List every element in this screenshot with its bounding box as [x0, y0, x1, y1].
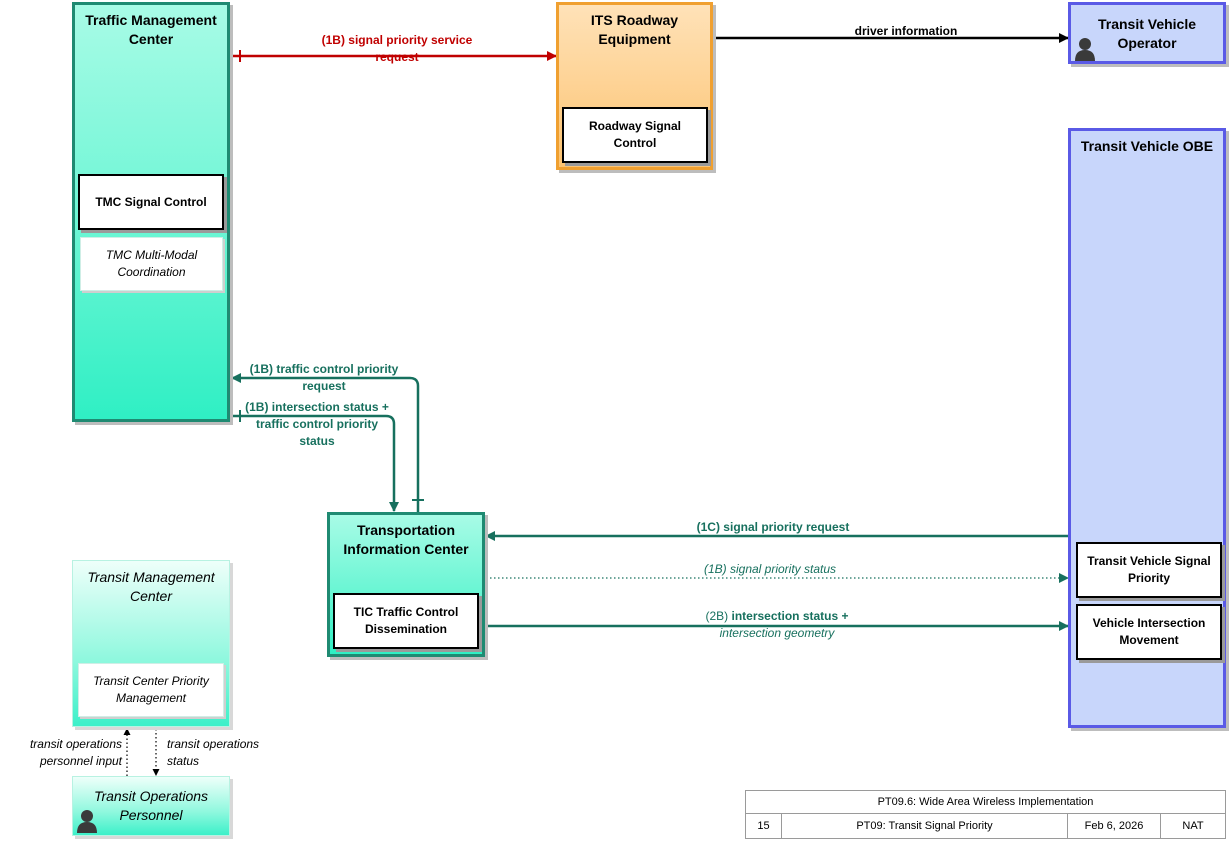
footer-scope: NAT [1160, 813, 1226, 839]
obe-title: Transit Vehicle OBE [1080, 138, 1214, 154]
tvsp-label-2: Priority [1127, 571, 1170, 585]
transit-center-priority-management-element[interactable]: Transit Center Priority Management [78, 663, 224, 717]
flow-label-driver-information: driver information [806, 23, 1006, 40]
operator-title-line-2: Operator [1117, 35, 1177, 51]
transit-management-center-node[interactable]: Transit Management Center Transit Center… [72, 560, 230, 727]
flow-label-ops-status: transit operations status [167, 736, 287, 770]
flow-label-line: traffic control priority [255, 417, 378, 431]
tic-sub-label-1: TIC Traffic Control [353, 605, 459, 619]
flow-label-line: status [299, 434, 335, 448]
tmc-multimodal-label-1: TMC Multi-Modal [105, 248, 198, 262]
tic-traffic-control-dissemination-element[interactable]: TIC Traffic Control Dissemination [333, 593, 479, 649]
transit-mc-title-line-1: Transit Management [87, 569, 215, 585]
footer-date-text: Feb 6, 2026 [1084, 820, 1144, 832]
vehicle-intersection-movement-element[interactable]: Vehicle Intersection Movement [1076, 604, 1222, 660]
flow-line-intersection-status-tcp-status [230, 410, 399, 512]
flow-label-line: transit operations [167, 737, 260, 751]
tmc-title-line-2: Center [128, 31, 174, 47]
flow-label-line: (1B) intersection status + [245, 400, 389, 414]
roadway-signal-control-element[interactable]: Roadway Signal Control [562, 107, 708, 163]
flow-label-line: request [375, 50, 419, 64]
flow-label-ops-personnel-input: transit operations personnel input [2, 736, 122, 770]
tvsp-label-1: Transit Vehicle Signal [1087, 554, 1211, 568]
vim-label-1: Vehicle Intersection [1092, 616, 1206, 630]
vim-label-2: Movement [1119, 633, 1179, 647]
footer-page-text: 15 [757, 820, 770, 832]
transit-ops-title-line-2: Personnel [119, 807, 183, 823]
flow-label-line: request [302, 379, 346, 393]
flow-label-line: personnel input [39, 754, 122, 768]
transit-ops-title-line-1: Transit Operations [93, 788, 209, 804]
flow-line-signal-priority-service-request [230, 50, 557, 62]
transit-operations-personnel-node[interactable]: Transit Operations Personnel [72, 776, 230, 836]
flow-label-line: (1B) signal priority status [703, 562, 837, 576]
tmc-multimodal-label-2: Coordination [117, 265, 186, 279]
transit-vehicle-obe-node[interactable]: Transit Vehicle OBE Transit Vehicle Sign… [1068, 128, 1226, 728]
transit-mc-title-line-2: Center [129, 588, 173, 604]
flow-label-intersection-status-tcp-status: (1B) intersection status + traffic contr… [217, 399, 417, 450]
its-title-line-1: ITS Roadway [590, 12, 679, 28]
flow-label-line: (1C) signal priority request [696, 520, 850, 534]
tic-title-line-2: Information Center [343, 541, 469, 557]
flow-label-line: (1B) traffic control priority [249, 362, 399, 376]
footer-subtitle: PT09: Transit Signal Priority [781, 813, 1068, 839]
transportation-information-center-node[interactable]: Transportation Information Center TIC Tr… [327, 512, 485, 657]
footer-title: PT09.6: Wide Area Wireless Implementatio… [745, 790, 1226, 814]
tcpm-label-2: Management [115, 691, 187, 705]
flow-label-prefix: (2B) [705, 609, 729, 623]
operator-title-line-1: Transit Vehicle [1097, 16, 1197, 32]
flow-label-traffic-control-priority-request: (1B) traffic control priority request [224, 361, 424, 395]
footer-title-text: PT09.6: Wide Area Wireless Implementatio… [877, 796, 1094, 808]
person-icon [1075, 38, 1095, 61]
its-roadway-equipment-node[interactable]: ITS Roadway Equipment Roadway Signal Con… [556, 2, 713, 170]
tic-title-line-1: Transportation [356, 522, 455, 538]
roadway-signal-label-2: Control [613, 136, 657, 150]
its-title-line-2: Equipment [598, 31, 671, 47]
flow-label-line: intersection status + [731, 609, 849, 623]
tmc-multimodal-coordination-element[interactable]: TMC Multi-Modal Coordination [80, 237, 223, 291]
transit-vehicle-signal-priority-element[interactable]: Transit Vehicle Signal Priority [1076, 542, 1222, 598]
tmc-signal-control-element[interactable]: TMC Signal Control [78, 174, 224, 230]
tic-sub-label-2: Dissemination [364, 622, 448, 636]
roadway-signal-label-1: Roadway Signal [588, 119, 682, 133]
flow-line-traffic-control-priority-request [231, 373, 424, 512]
footer-scope-text: NAT [1182, 820, 1204, 832]
flow-label-line: driver information [854, 24, 958, 38]
tmc-title-line-1: Traffic Management [85, 12, 217, 28]
person-icon [77, 810, 97, 833]
transit-vehicle-operator-node[interactable]: Transit Vehicle Operator [1068, 2, 1226, 64]
tcpm-label-1: Transit Center Priority [93, 674, 209, 688]
flow-label-line: status [167, 754, 200, 768]
footer-page: 15 [745, 813, 782, 839]
footer-date: Feb 6, 2026 [1067, 813, 1161, 839]
tmc-signal-control-label: TMC Signal Control [95, 194, 207, 209]
flow-label-line: (1B) signal priority service [321, 33, 473, 47]
flow-label-line: transit operations [29, 737, 122, 751]
traffic-management-center-node[interactable]: Traffic Management Center TMC Signal Con… [72, 2, 230, 422]
flow-label-line: intersection geometry [719, 626, 835, 640]
footer-subtitle-text: PT09: Transit Signal Priority [856, 820, 993, 832]
flow-label-signal-priority-service-request: (1B) signal priority service request [297, 32, 497, 66]
flow-label-intersection-status-geometry: (2B) intersection status + intersection … [662, 608, 892, 642]
flow-label-signal-priority-status: (1B) signal priority status [670, 561, 870, 578]
flow-label-signal-priority-request: (1C) signal priority request [673, 519, 873, 536]
